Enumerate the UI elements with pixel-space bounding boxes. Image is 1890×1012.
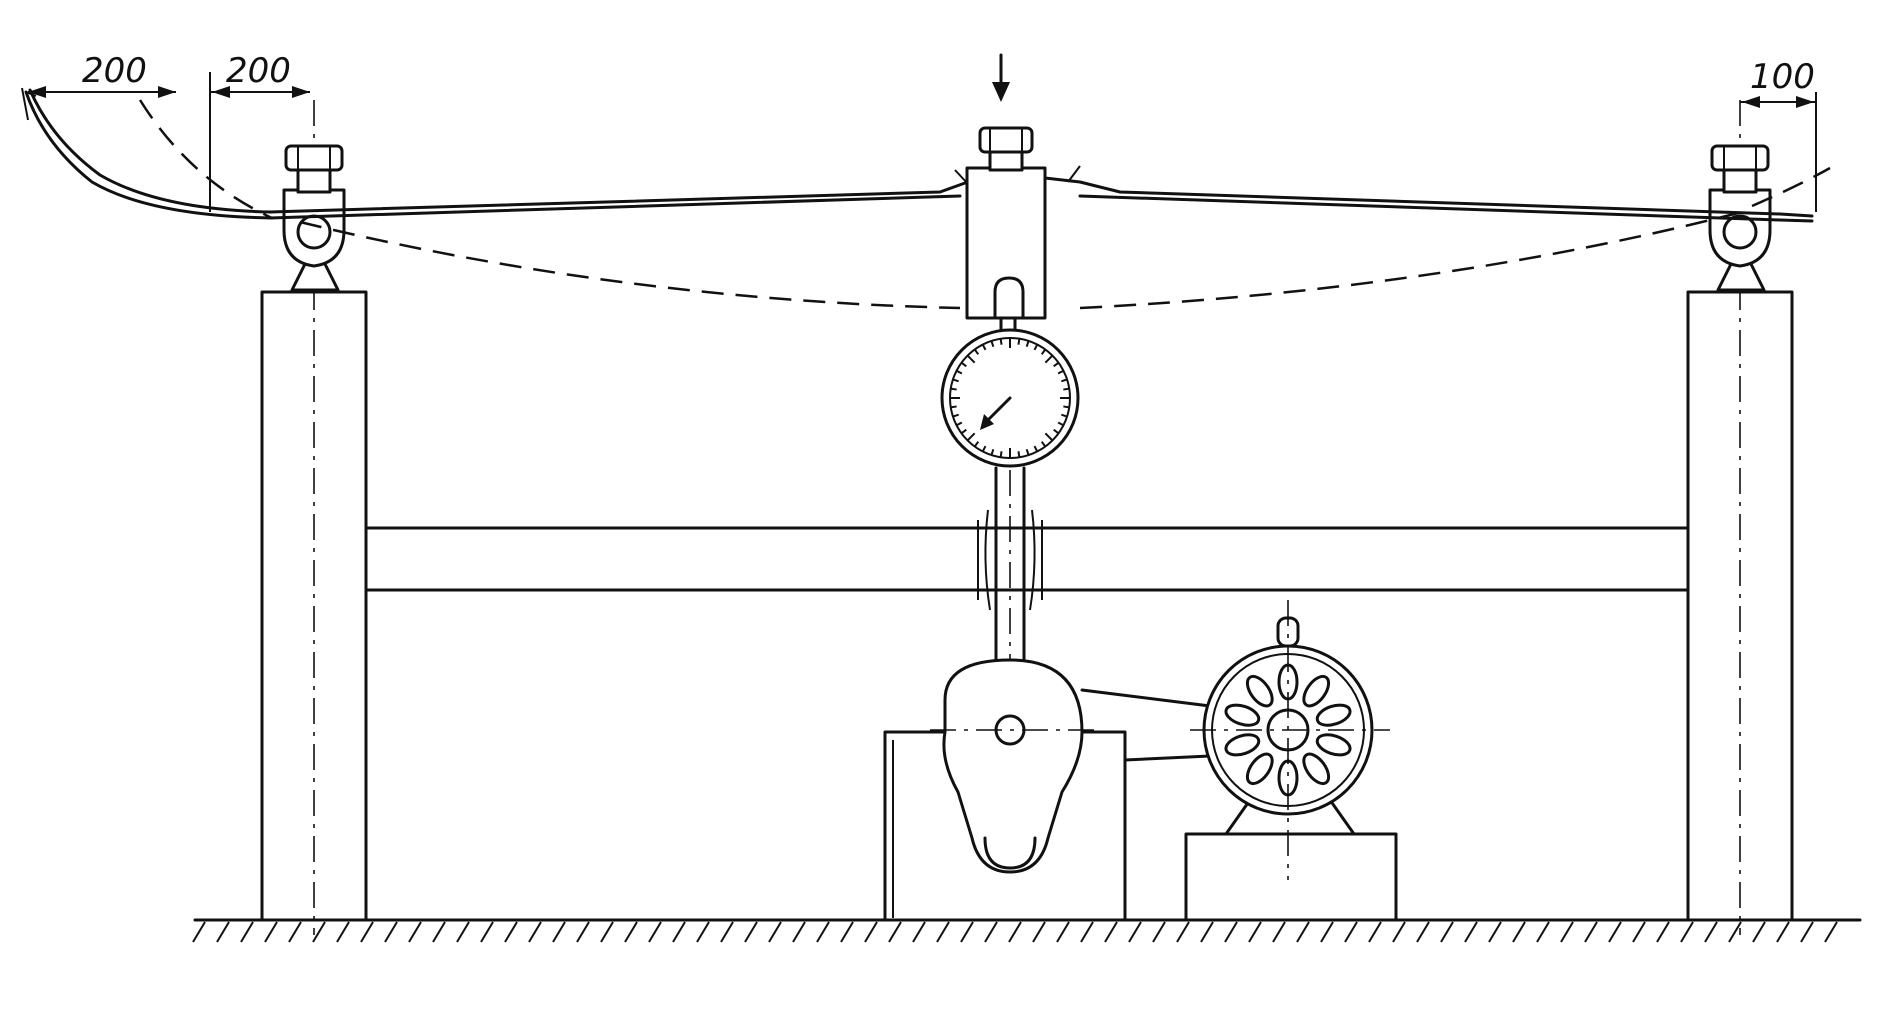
cross-beam	[364, 526, 1690, 592]
spring-curled-end	[21, 87, 274, 220]
dimension-left-inner: 200	[210, 51, 310, 98]
right-support-column	[1686, 100, 1794, 935]
dimension-label-left-inner: 200	[226, 51, 291, 91]
electric-motor-icon	[1184, 600, 1398, 922]
deflection-paths	[138, 99, 1831, 310]
connecting-rod	[977, 466, 1043, 800]
dimension-right: 100	[1740, 57, 1817, 212]
load-arrow	[992, 53, 1010, 102]
ground-base	[192, 918, 1862, 943]
dial-gauge-icon	[940, 316, 1080, 468]
dimension-label-right: 100	[1750, 57, 1815, 97]
central-clamp	[965, 126, 1047, 320]
left-support-column	[260, 100, 368, 935]
right-pivot-support	[1708, 144, 1772, 292]
dimension-label-left-outer: 200	[82, 51, 147, 91]
dimension-left-outer: 200	[28, 51, 211, 212]
drive-belt	[1080, 688, 1212, 762]
eccentric-drive	[883, 658, 1127, 922]
